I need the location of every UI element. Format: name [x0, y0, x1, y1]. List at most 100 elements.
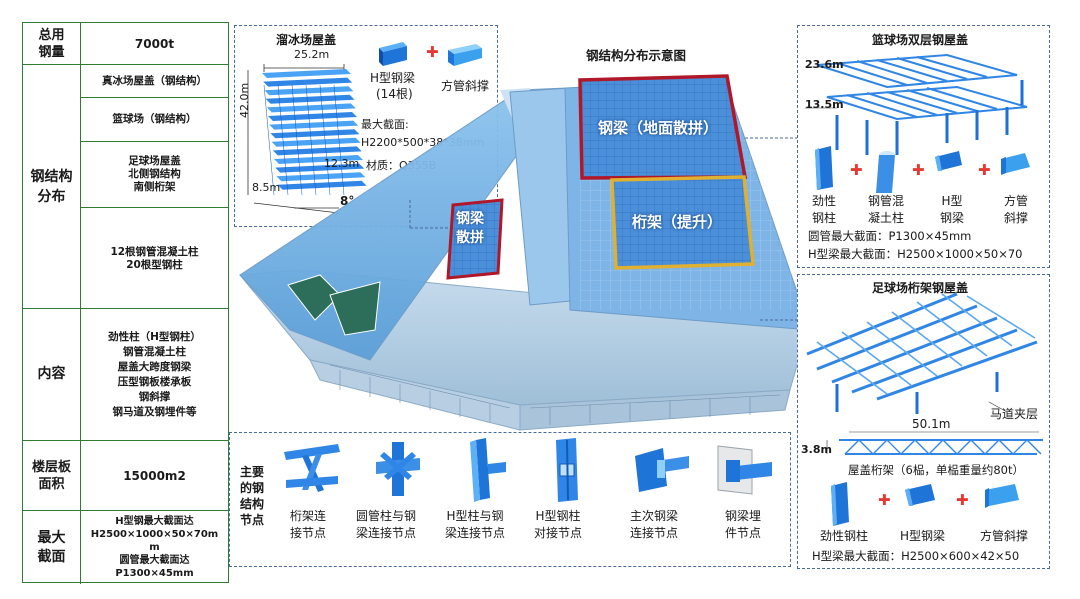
football-spec: H型梁最大截面：H2500×600×42×50	[812, 549, 1020, 563]
plus-icon: ✚	[956, 491, 969, 509]
label-total-steel: 总用 钢量	[23, 23, 81, 64]
plus-icon: ✚	[878, 491, 891, 509]
truss-node-icon	[284, 444, 340, 492]
h-beam-count: (14根)	[376, 87, 413, 101]
ice-rink-beam	[262, 69, 351, 78]
ice-rink-beams	[262, 69, 367, 196]
truss-web-member	[1012, 439, 1028, 455]
basketball-component: 钢管混 凝土柱	[868, 194, 905, 225]
h-column-node-icon	[470, 438, 506, 502]
football-component: H型钢梁	[900, 529, 946, 543]
truss-web-member	[844, 439, 860, 455]
label-floor-area: 楼层板 面积	[23, 441, 81, 510]
ice-rink-beam	[263, 77, 353, 87]
truss-web-member	[942, 439, 958, 455]
beam-embed-node-icon	[717, 445, 772, 495]
main-title: 钢结构分布示意图	[586, 48, 687, 63]
node-label: 主次钢梁 连接节点	[630, 509, 679, 540]
value-floor-area: 15000m2	[123, 468, 186, 483]
distribution-item: 12根钢管混凝土柱 20根型钢柱	[81, 207, 228, 309]
basketball-component: 劲性 钢柱	[812, 194, 837, 225]
h-beam-label: H型钢梁	[370, 71, 416, 85]
row-total-steel: 总用 钢量 7000t	[23, 23, 228, 64]
plus-icon: ✚	[426, 43, 439, 61]
ice-rink-beam	[276, 172, 366, 182]
truss-web-member	[872, 439, 888, 455]
truss-web-member	[858, 439, 874, 455]
label-beam-scatter: 钢梁 散拼	[456, 211, 484, 246]
label-beam-ground: 钢梁（地面散拼）	[598, 119, 719, 137]
ice-rink-beam	[271, 137, 361, 147]
football-component: 方管斜撑	[980, 529, 1029, 543]
basketball-component: H型 钢梁	[940, 194, 965, 225]
basketball-title: 篮球场双层钢屋盖	[872, 33, 969, 47]
ice-rink-brace	[305, 84, 317, 196]
football-component: 劲性钢柱	[820, 529, 869, 543]
distribution-item: 真冰场屋盖（钢结构）	[102, 74, 207, 87]
node-label: H型柱与钢 梁连接节点	[445, 509, 506, 540]
height-lower: 13.5m	[805, 98, 844, 111]
truss-web-member	[886, 439, 902, 455]
node-label: H型钢柱 对接节点	[534, 509, 583, 540]
value-total-steel: 7000t	[134, 36, 175, 51]
ice-rink-brace	[291, 84, 303, 196]
ice-rink-beam	[266, 103, 356, 113]
dim-bottom: 8.5m	[252, 181, 281, 194]
ice-rink-beam	[270, 129, 360, 139]
ice-rink-brace	[277, 84, 289, 196]
square-tube-icon	[448, 44, 482, 66]
label-max-section: 最大 截面	[23, 511, 81, 584]
truss-note: 屋盖桁架（6榀，单榀重量约80t）	[848, 463, 1024, 477]
truss-web-member	[984, 439, 1000, 455]
truss-web-member	[1026, 439, 1042, 455]
truss-web-member	[914, 439, 930, 455]
label-truss-lift: 桁架（提升）	[632, 213, 723, 231]
main-secondary-beam-icon	[635, 448, 689, 492]
node-label: 桁架连 接节点	[290, 509, 327, 540]
info-table: 总用 钢量 7000t 钢结构 分布 真冰场屋盖（钢结构） 篮球场（钢结构） 足…	[22, 22, 229, 584]
basketball-component-icons	[815, 146, 1030, 193]
label-content: 内容	[23, 309, 81, 440]
height-upper: 23.6m	[805, 58, 844, 71]
h-beam-icon	[379, 42, 407, 66]
basketball-component: 方管 斜撑	[1004, 194, 1029, 225]
label-distribution: 钢结构 分布	[23, 65, 81, 308]
ice-rink-brace	[319, 84, 331, 196]
brace-label: 方管斜撑	[441, 79, 490, 93]
dim-right: 12.3m	[324, 157, 360, 170]
tube-column-node-icon	[376, 442, 420, 496]
nodes-heading: 主要 的钢 结构 节点	[240, 465, 265, 527]
ice-rink-brace	[333, 84, 345, 196]
building-diagram	[239, 74, 811, 431]
truss-web-member	[998, 439, 1014, 455]
football-roof-diagram	[806, 292, 1043, 526]
node-label: 钢梁埋 件节点	[725, 509, 762, 540]
ice-rink-brace	[263, 84, 275, 196]
row-distribution: 钢结构 分布 真冰场屋盖（钢结构） 篮球场（钢结构） 足球场屋盖 北侧钢结构 南…	[23, 64, 228, 308]
football-title: 足球场桁架钢屋盖	[872, 281, 969, 295]
value-max-section: H型钢最大截面达 H2500×1000×50×70m m 圆管最大截面达 P13…	[90, 516, 219, 579]
ice-rink-beam	[275, 163, 365, 173]
row-floor-area: 楼层板 面积 15000m2	[23, 440, 228, 510]
row-max-section: 最大 截面 H型钢最大截面达 H2500×1000×50×70m m 圆管最大截…	[23, 510, 228, 584]
ice-rink-roof-diagram	[247, 64, 367, 214]
ice-rink-beam	[264, 86, 354, 96]
plus-icon: ✚	[850, 161, 863, 179]
truss-web-member	[956, 439, 972, 455]
distribution-item: 足球场屋盖 北侧钢结构 南侧桁架	[81, 141, 228, 207]
basketball-spec1: 圆管最大截面：P1300×45mm	[808, 229, 972, 243]
span-label: 50.1m	[912, 417, 951, 431]
height-label: 3.8m	[801, 443, 832, 456]
catwalk-label: 马道夹层	[990, 407, 1039, 421]
ice-rink-beam	[269, 120, 359, 130]
ice-rink-title: 溜冰场屋盖	[276, 33, 337, 47]
plus-icon: ✚	[978, 161, 991, 179]
ice-rink-beam	[277, 180, 367, 190]
basketball-spec2: H型梁最大截面：H2500×1000×50×70	[808, 247, 1023, 261]
truss-web-member	[900, 439, 916, 455]
section-label: 最大截面:	[361, 118, 409, 131]
row-content: 内容 劲性柱（H型钢柱） 钢管混凝土柱 屋盖大跨度钢梁 压型钢板楼承板 钢斜撑 …	[23, 308, 228, 440]
truss-web-member	[970, 439, 986, 455]
basketball-roof-diagram	[805, 53, 1030, 193]
value-content: 劲性柱（H型钢柱） 钢管混凝土柱 屋盖大跨度钢梁 压型钢板楼承板 钢斜撑 钢马道…	[108, 330, 201, 418]
